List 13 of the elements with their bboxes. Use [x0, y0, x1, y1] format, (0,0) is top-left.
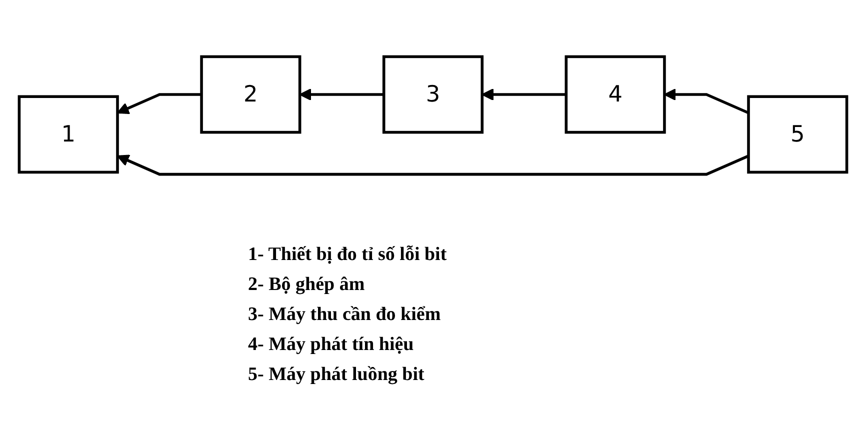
node-box: 1: [18, 94, 119, 174]
legend-text: 5- Máy phát luồng bit: [248, 363, 424, 387]
arrow: [664, 88, 750, 114]
node-box: 5: [747, 94, 848, 174]
legend-text: 2- Bộ ghép âm: [248, 273, 365, 297]
node-box: 4: [564, 54, 666, 134]
node-box: 2: [200, 54, 302, 134]
arrow: [482, 88, 566, 100]
legend-text: 3- Máy thu cần đo kiểm: [248, 303, 441, 327]
legend-text: 4- Máy phát tín hiệu: [248, 333, 414, 357]
node-box: 3: [382, 54, 484, 134]
arrow: [299, 88, 384, 100]
legend-text: 1- Thiết bị đo tỉ số lỗi bit: [248, 243, 447, 267]
